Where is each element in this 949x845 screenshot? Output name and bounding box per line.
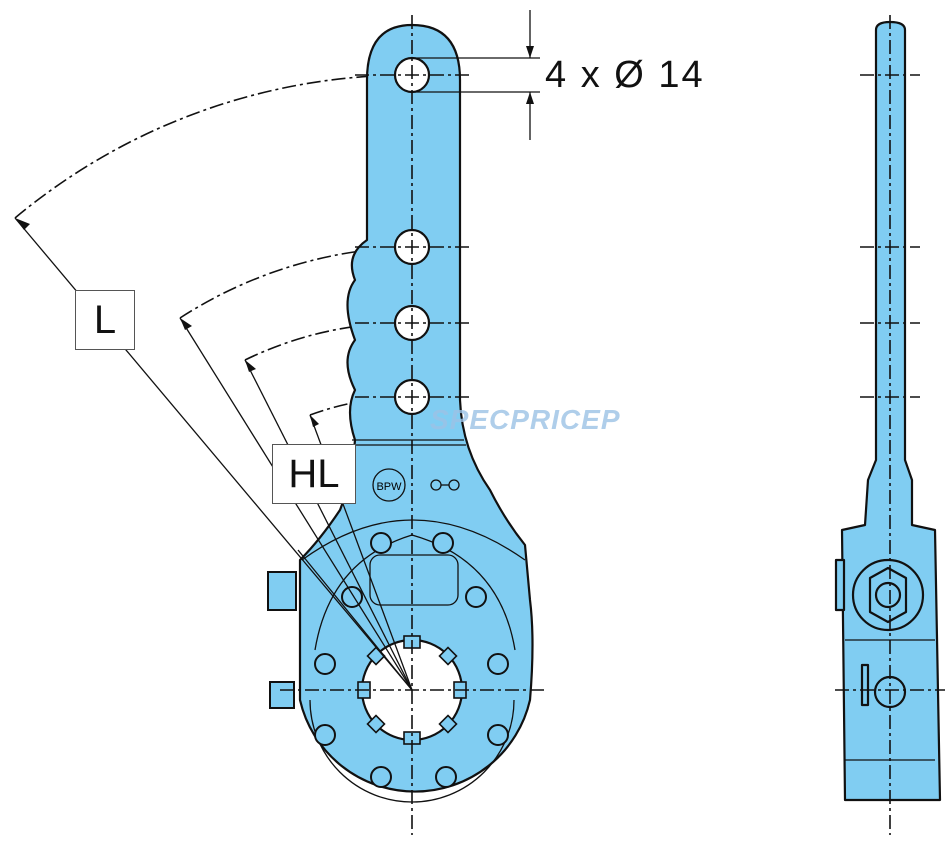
hole-dimension-label: 4 x Ø 14 <box>545 54 705 96</box>
adjuster-hex-bolt <box>267 571 297 611</box>
side-view <box>834 15 945 835</box>
grease-nipple <box>269 681 295 709</box>
hole-length-label: HL <box>272 444 356 504</box>
cover-plate <box>369 554 459 606</box>
lever-symbol-icon <box>430 479 460 491</box>
svg-text:BPW: BPW <box>376 481 402 493</box>
watermark: SPECPRICEP <box>430 404 621 435</box>
bpw-logo <box>372 468 406 502</box>
length-label: L <box>75 290 135 350</box>
housing-bolts <box>314 532 509 788</box>
